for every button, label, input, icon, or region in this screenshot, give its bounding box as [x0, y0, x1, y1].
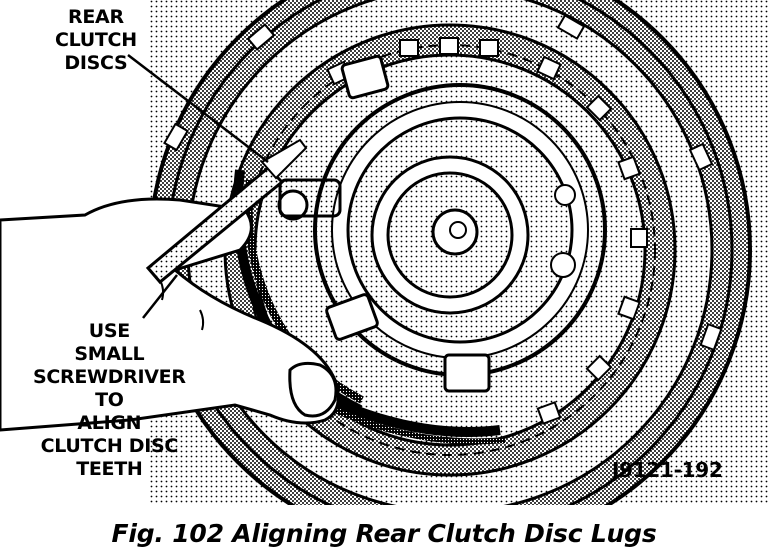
hand: [0, 197, 340, 432]
clutch-assembly-illustration: [0, 0, 768, 505]
callout-line: SMALL: [74, 343, 145, 365]
disc-teeth: [326, 37, 648, 425]
callout-line: SCREWDRIVER: [33, 366, 186, 388]
callout-line: CLUTCH DISC: [40, 435, 179, 457]
leader-line-screwdriver: [142, 274, 178, 319]
screwdriver: [145, 165, 285, 285]
callout-line: DISCS: [64, 52, 128, 74]
rim-notches: [163, 14, 723, 352]
use-small-screwdriver-callout: USE SMALL SCREWDRIVER TO ALIGN CLUTCH DI…: [33, 320, 186, 481]
callout-line: CLUTCH: [55, 29, 137, 51]
hub-lugs: [325, 54, 491, 393]
callout-line: ALIGN: [77, 412, 142, 434]
leader-line-rear-clutch: [127, 54, 269, 163]
callout-line: TEETH: [76, 458, 143, 480]
callout-line: USE: [88, 320, 131, 342]
thumbnail-icon: [288, 361, 338, 418]
rear-clutch-discs-callout: REAR CLUTCH DISCS: [55, 6, 137, 75]
figure-caption: Fig. 102 Aligning Rear Clutch Disc Lugs: [111, 519, 657, 548]
figure-code: J9121-192: [612, 458, 723, 482]
callout-line: TO: [95, 389, 124, 411]
callout-line: REAR: [68, 6, 124, 28]
